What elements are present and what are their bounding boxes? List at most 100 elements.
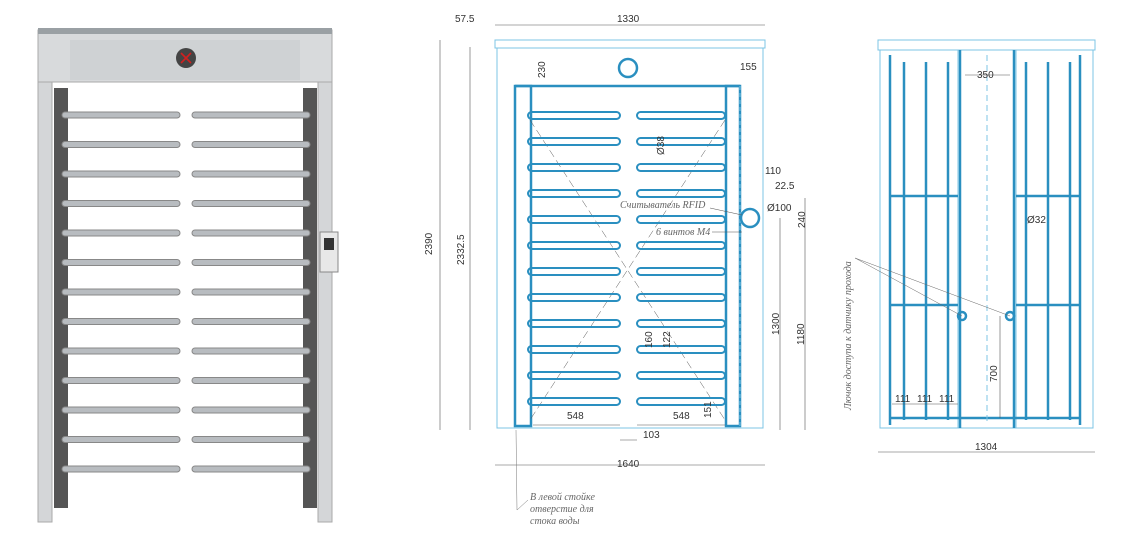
dim-reader-level: 1300 — [771, 312, 782, 335]
rotor-bar — [191, 436, 311, 443]
note-drain-line3: стока воды — [530, 516, 580, 527]
rotor-bar — [191, 465, 311, 473]
dim-width-inner: 1330 — [617, 14, 640, 25]
rotor-bar — [61, 406, 181, 414]
rotor-bar — [636, 215, 726, 224]
rotor-bar — [527, 137, 621, 146]
rotor-bar — [527, 267, 621, 276]
dim-side-total-width: 1304 — [975, 442, 998, 453]
rotor-bar — [61, 347, 181, 355]
dim-frame-height: 2332.5 — [456, 234, 467, 265]
rotor-bar — [191, 288, 311, 296]
rotor-bar — [636, 267, 726, 276]
rotor-bar — [527, 163, 621, 172]
rotor-bar — [527, 111, 621, 120]
rotor-bar — [61, 288, 181, 296]
dim-top-width: 350 — [977, 70, 994, 81]
rotor-bar — [191, 111, 311, 119]
note-hatch: Лючок доступа к датчику прохода — [843, 261, 854, 411]
left-panel — [37, 81, 53, 523]
rotor-bar — [527, 371, 621, 380]
dim-screws-level: 1180 — [796, 323, 807, 345]
rotor-bar — [636, 397, 726, 406]
rotor-bar — [636, 111, 726, 120]
note-drain-line1: В левой стойке — [530, 492, 595, 503]
rotor-bar — [636, 319, 726, 328]
rotor-bar — [636, 163, 726, 172]
dim-bar-diameter: Ø38 — [656, 136, 667, 155]
dim-header-height: 230 — [537, 61, 548, 78]
right-panel — [317, 81, 333, 523]
dim-center-gap: 103 — [643, 430, 660, 441]
rotor-bar — [191, 318, 311, 325]
dim-corner: 155 — [740, 62, 757, 73]
dim-bar-pitch: 160 — [644, 331, 655, 348]
rotor-bar — [527, 189, 621, 198]
dim-bottom-gap: 151 — [703, 401, 714, 418]
rotor-bar — [61, 436, 181, 443]
rotor-bar — [527, 397, 621, 406]
rfid-reader-circle — [739, 207, 761, 229]
dim-reader-height: 240 — [797, 211, 808, 228]
rotor-bar — [527, 215, 621, 224]
rotor-bar — [191, 347, 311, 355]
hatch-right — [1004, 310, 1016, 322]
rotor-bar — [61, 200, 181, 207]
cross-icon — [180, 52, 192, 64]
rotor-bar — [191, 406, 311, 414]
rotor-bar — [61, 465, 181, 473]
dim-spacing-3: 111 — [939, 394, 955, 405]
hatch-left — [956, 310, 968, 322]
dim-top-offset: 57.5 — [455, 14, 475, 25]
right-post — [303, 88, 317, 508]
dim-reader-offset: 110 — [765, 166, 781, 177]
rotor-bar — [61, 170, 181, 178]
rotor-bars — [527, 111, 726, 406]
rotor-bar — [61, 377, 181, 384]
rotor-bar — [191, 141, 311, 148]
rotor-bars — [61, 111, 311, 473]
rotor-bar — [61, 259, 181, 266]
dim-total-height: 2390 — [424, 232, 435, 255]
top-cap — [38, 28, 332, 34]
rotor-bar — [61, 229, 181, 237]
dim-hatch-height: 700 — [989, 365, 1000, 382]
rotor-bar — [636, 189, 726, 198]
rotor-bar — [191, 259, 311, 266]
rotor-bar — [636, 293, 726, 302]
rotor-bar — [527, 345, 621, 354]
rotor-bar — [61, 111, 181, 119]
dim-bar-length-left: 548 — [567, 411, 584, 422]
rotor-bar — [191, 377, 311, 384]
rotor-bar — [191, 229, 311, 237]
rotor-bar — [527, 241, 621, 250]
rotor-bar — [61, 141, 181, 148]
indicator-circle — [617, 57, 639, 79]
dim-total-width: 1640 — [617, 459, 640, 470]
front-view-drawing: 57.5 1330 230 155 Ø38 110 22.5 Ø100 240 … — [424, 14, 808, 527]
note-screws: 6 винтов M4 — [656, 227, 710, 238]
dim-spacing-2: 111 — [917, 394, 933, 405]
rotor-bar — [191, 200, 311, 207]
rotor-bar — [636, 241, 726, 250]
rotor-bar — [61, 318, 181, 325]
turnstile-render — [37, 28, 339, 523]
dim-post-diameter: Ø32 — [1027, 215, 1046, 226]
rotor-bar — [636, 371, 726, 380]
rotor-bar — [636, 137, 726, 146]
note-rfid-reader: Считыватель RFID — [620, 200, 706, 211]
reader-screen — [324, 238, 334, 250]
right-post — [724, 84, 742, 428]
rotor-bar — [527, 293, 621, 302]
dim-bar-length-right: 548 — [673, 411, 690, 422]
note-drain-line2: отверстие для — [530, 504, 594, 515]
rotor-bar — [527, 319, 621, 328]
side-view-drawing: 350 Ø32 700 111 111 111 1304 Лючок досту… — [843, 39, 1096, 453]
rotor-bar — [636, 345, 726, 354]
dim-spacing-1: 111 — [895, 394, 911, 405]
dim-reader-inset: 22.5 — [775, 181, 795, 192]
rotor-bar — [191, 170, 311, 178]
left-post — [54, 88, 68, 508]
dim-bar-gap: 122 — [662, 331, 673, 348]
